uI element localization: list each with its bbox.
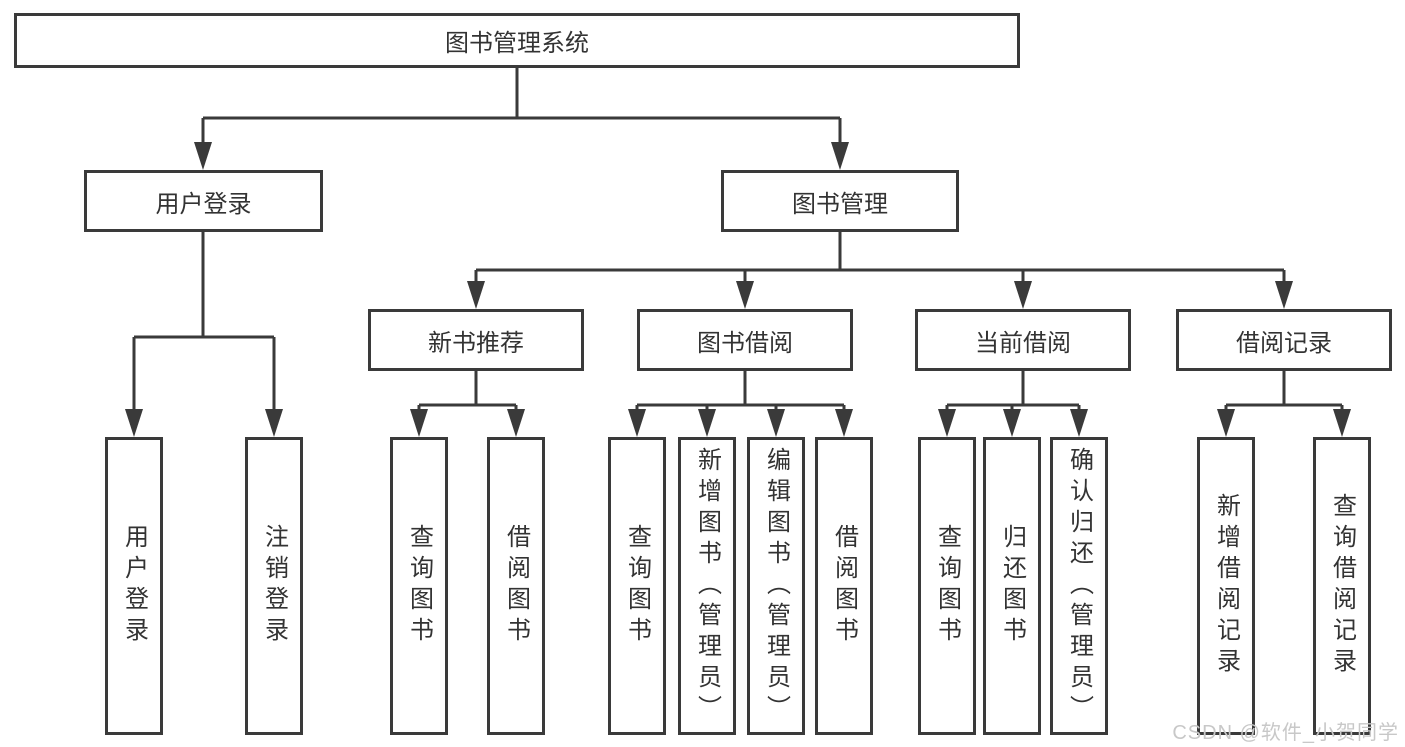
connector-paths [132, 68, 1344, 414]
leaf-edit-books-admin: 编辑图书（管理员） [747, 437, 805, 735]
leaf-label: 查询图书 [405, 524, 433, 648]
arrow-down-icon [736, 281, 754, 309]
arrow-down-icon [507, 409, 525, 437]
leaf-label: 查询借阅记录 [1328, 493, 1356, 679]
leaf-label: 编辑图书（管理员） [762, 446, 790, 726]
leaf-confirm-return-admin: 确认归还（管理员） [1050, 437, 1108, 735]
node-label: 新书推荐 [428, 329, 524, 357]
arrow-down-icon [938, 409, 956, 437]
node-root-system: 图书管理系统 [14, 13, 1020, 68]
leaf-label: 归还图书 [998, 524, 1026, 648]
leaf-label: 确认归还（管理员） [1065, 446, 1093, 726]
arrow-down-icon [125, 409, 143, 437]
leaf-user-login: 用户登录 [105, 437, 163, 735]
arrow-down-icon [1333, 409, 1351, 437]
node-label: 当前借阅 [975, 329, 1071, 357]
leaf-label: 借阅图书 [830, 524, 858, 648]
leaf-query-books-3: 查询图书 [918, 437, 976, 735]
leaf-label: 借阅图书 [502, 524, 530, 648]
arrow-down-icon [1003, 409, 1021, 437]
leaf-label: 查询图书 [623, 524, 651, 648]
arrowheads [125, 142, 1351, 437]
arrow-down-icon [698, 409, 716, 437]
leaf-label: 用户登录 [120, 524, 148, 648]
arrow-down-icon [194, 142, 212, 170]
leaf-return-books: 归还图书 [983, 437, 1041, 735]
arrow-down-icon [1070, 409, 1088, 437]
leaf-query-borrow-record: 查询借阅记录 [1313, 437, 1371, 735]
node-user-login: 用户登录 [84, 170, 323, 232]
node-book-borrow: 图书借阅 [637, 309, 853, 371]
arrow-down-icon [767, 409, 785, 437]
leaf-borrow-books-2: 借阅图书 [815, 437, 873, 735]
node-current-borrow: 当前借阅 [915, 309, 1131, 371]
arrow-down-icon [1014, 281, 1032, 309]
arrow-down-icon [410, 409, 428, 437]
node-book-management: 图书管理 [721, 170, 959, 232]
leaf-label: 新增图书（管理员） [693, 446, 721, 726]
leaf-query-books-2: 查询图书 [608, 437, 666, 735]
leaf-label: 注销登录 [260, 524, 288, 648]
arrow-down-icon [467, 281, 485, 309]
csdn-watermark: CSDN @软件_小贺同学 [1172, 722, 1399, 744]
leaf-logout: 注销登录 [245, 437, 303, 735]
arrow-down-icon [1217, 409, 1235, 437]
node-borrow-records: 借阅记录 [1176, 309, 1392, 371]
leaf-add-books-admin: 新增图书（管理员） [678, 437, 736, 735]
arrow-down-icon [628, 409, 646, 437]
node-label: 图书借阅 [697, 329, 793, 357]
node-label: 图书管理系统 [445, 30, 589, 57]
leaf-label: 查询图书 [933, 524, 961, 648]
arrow-down-icon [265, 409, 283, 437]
leaf-borrow-books-1: 借阅图书 [487, 437, 545, 735]
node-label: 借阅记录 [1236, 329, 1332, 357]
arrow-down-icon [1275, 281, 1293, 309]
leaf-query-books-1: 查询图书 [390, 437, 448, 735]
arrow-down-icon [835, 409, 853, 437]
node-label: 用户登录 [155, 190, 252, 218]
node-label: 图书管理 [792, 190, 888, 218]
leaf-add-borrow-record: 新增借阅记录 [1197, 437, 1255, 735]
node-new-book-recommend: 新书推荐 [368, 309, 584, 371]
arrow-down-icon [831, 142, 849, 170]
leaf-label: 新增借阅记录 [1212, 493, 1240, 679]
